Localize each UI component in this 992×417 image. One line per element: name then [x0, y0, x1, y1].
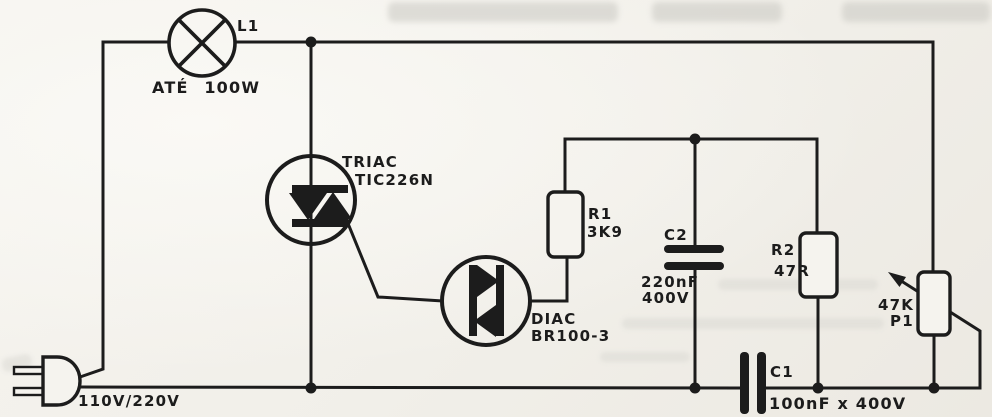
wire-bottom-rail-left: [79, 385, 741, 390]
c2-voltage-label: 400V: [642, 289, 690, 307]
c2-ref-label: C2: [664, 226, 688, 244]
triac-circle: [265, 154, 357, 246]
junction-dot: [305, 36, 317, 48]
mains-plug-symbol: [12, 355, 82, 407]
capacitor-c2-symbol: [664, 245, 724, 270]
r2-ref-label: R2: [771, 241, 795, 259]
lamp-ref-label: L1: [237, 17, 259, 35]
lamp-circle: [167, 8, 237, 78]
triac-triangle-right: [314, 192, 352, 219]
ghost-headline-artifact: [652, 2, 782, 22]
c2-plate: [664, 245, 724, 253]
wire-gate: [345, 220, 444, 303]
wire-top-rail: [235, 40, 935, 272]
lamp-rating-label: ATÉ 100W: [152, 78, 260, 97]
c1-ref-label: C1: [770, 363, 794, 381]
c1-value-label: 100nF x 400V: [769, 394, 906, 413]
diac-circle: [440, 255, 532, 347]
ghost-text-artifact: [600, 352, 690, 362]
p1-ref-label: P1: [890, 312, 914, 330]
ghost-text-artifact: [622, 318, 884, 329]
resistor-r1-body: [546, 190, 585, 259]
triac-symbol: [265, 154, 357, 246]
potentiometer-arrow-head: [888, 272, 906, 287]
junction-dot: [812, 382, 824, 394]
ghost-headline-artifact: [842, 2, 990, 22]
diac-triangle-lower: [474, 305, 496, 337]
resistor-r2-body: [798, 231, 839, 299]
junction-dot: [689, 133, 701, 145]
c2-plate: [664, 262, 724, 270]
diac-symbol: [440, 255, 532, 347]
labels: L1 ATÉ 100W TRIAC TIC226N R1 3K9 C2 220n…: [78, 17, 914, 413]
plug-pin: [12, 365, 47, 376]
junction-dot: [928, 382, 940, 394]
supply-voltage-label: 110V/220V: [78, 392, 180, 410]
lamp-symbol: [167, 8, 237, 78]
r1-ref-label: R1: [588, 205, 612, 223]
c2-value-label: 220nF: [641, 273, 699, 291]
diac-type-label: DIAC: [531, 310, 576, 328]
triac-triangle-left: [289, 193, 327, 220]
diac-bar-left: [469, 265, 477, 336]
plug-body: [41, 355, 82, 407]
diac-triangle-upper: [477, 265, 499, 297]
c1-plate: [740, 352, 749, 414]
capacitor-c1-symbol: [740, 352, 766, 414]
c1-plate: [757, 352, 766, 414]
junction-dot: [689, 382, 701, 394]
triac-bar-top: [292, 185, 348, 193]
triac-type-label: TRIAC: [342, 153, 398, 171]
triac-part-label: TIC226N: [355, 171, 434, 189]
potentiometer-p1-symbol: [888, 270, 952, 337]
wire-diac-out: [529, 257, 569, 303]
junction-dots: [305, 36, 940, 394]
diac-part-label: BR100-3: [531, 327, 610, 345]
lamp-x-stroke: [177, 18, 227, 68]
diac-bar-right: [496, 265, 504, 336]
plug-pin: [12, 386, 47, 397]
wire-left-rail: [79, 40, 170, 379]
p1-value-label: 47K: [878, 296, 914, 314]
triac-bar-bottom: [292, 219, 348, 227]
r1-value-label: 3K9: [587, 223, 623, 241]
junction-dot: [305, 382, 317, 394]
potentiometer-p1-body: [916, 270, 952, 337]
r2-value-label: 47R: [774, 262, 810, 280]
ghost-headline-artifact: [388, 2, 618, 22]
ghost-text-artifact: [718, 279, 878, 290]
